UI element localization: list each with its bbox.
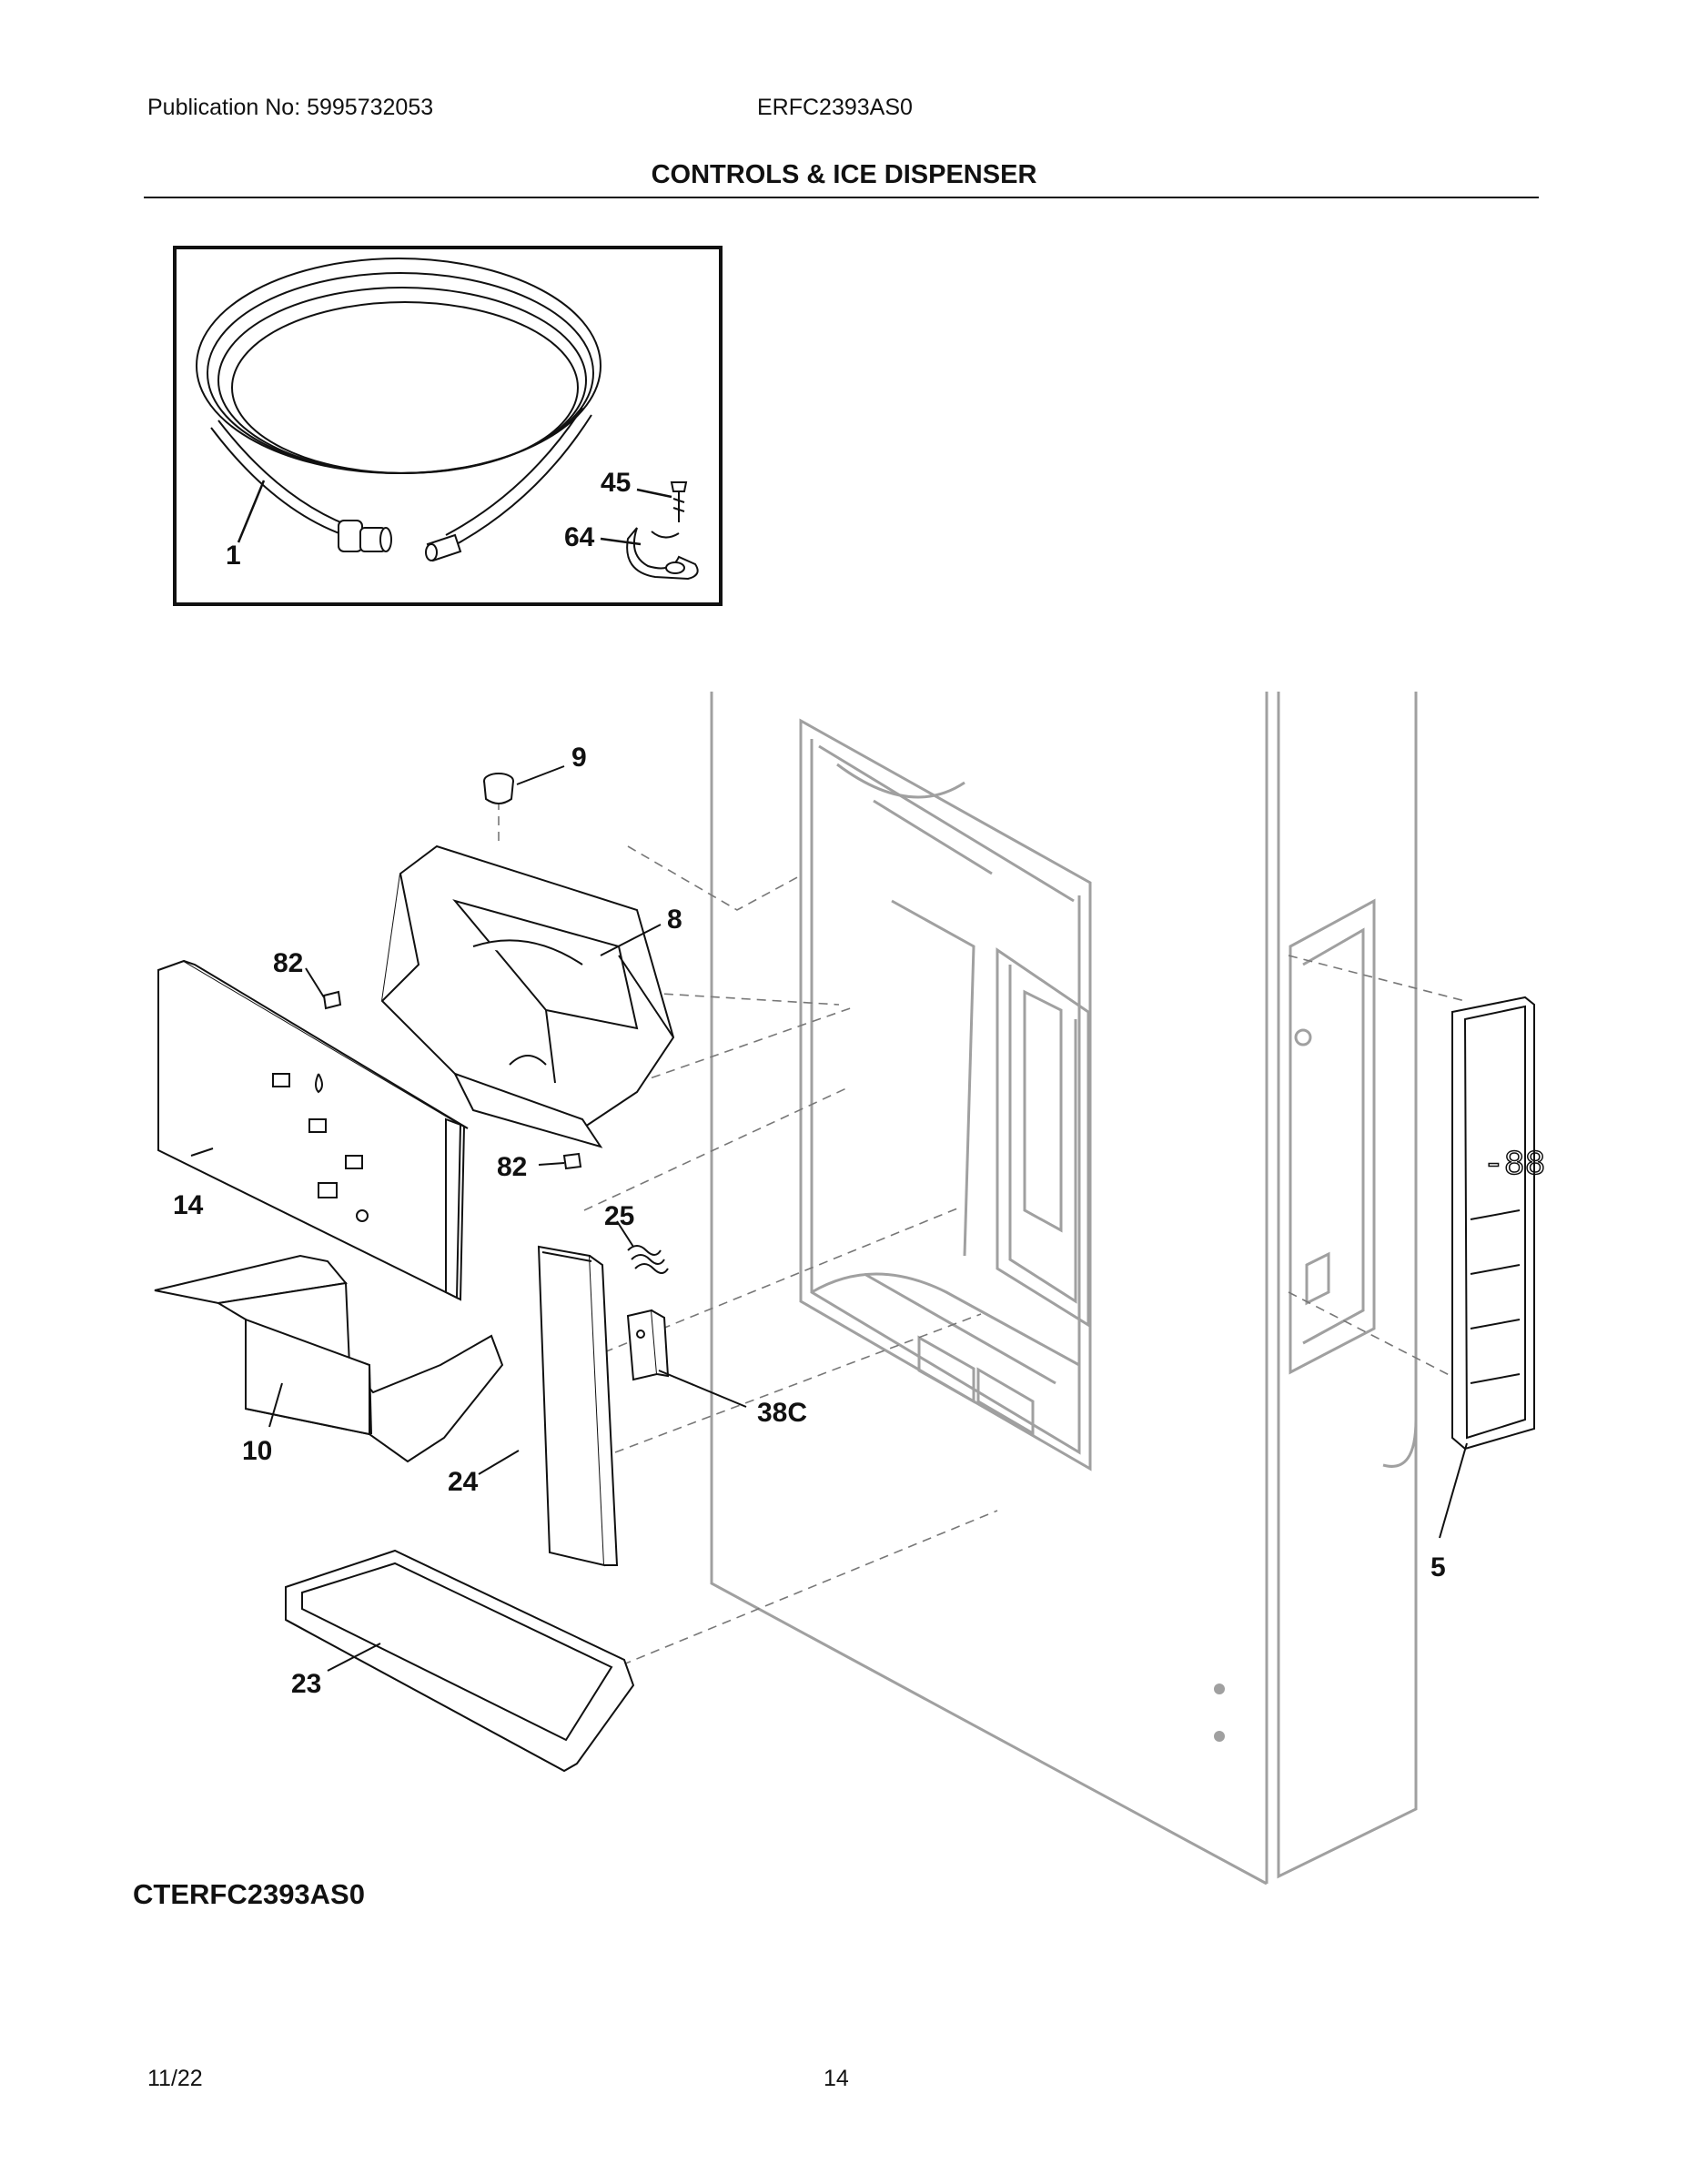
svg-text:-88: -88 xyxy=(1483,1146,1545,1185)
inset-leaders xyxy=(237,480,672,546)
callout-82-upper: 82 xyxy=(273,948,303,978)
publication-date: 11/22 xyxy=(147,2066,203,2091)
part-38c-switch xyxy=(626,1309,747,1408)
part-10-drip-tray xyxy=(154,1254,504,1463)
callout-9: 9 xyxy=(571,743,587,773)
callout-45: 45 xyxy=(601,468,631,498)
door-hole-upper xyxy=(1214,1684,1225,1694)
callout-10: 10 xyxy=(242,1436,272,1466)
part-8-ice-housing xyxy=(380,844,675,1148)
publication-number: Publication No: 5995732053 xyxy=(147,95,434,120)
callout-82-lower: 82 xyxy=(497,1152,527,1182)
inset-frame xyxy=(173,246,723,606)
screw-small xyxy=(670,481,688,522)
part-5-control-board: -88 xyxy=(1439,996,1546,1539)
tube-clamp xyxy=(626,527,699,581)
callout-24: 24 xyxy=(448,1467,479,1497)
tube-fitting xyxy=(338,520,392,552)
diagram-code: CTERFC2393AS0 xyxy=(133,1878,365,1910)
callout-1: 1 xyxy=(226,541,241,571)
part-24-dispenser-paddle xyxy=(478,1245,619,1567)
model-number: ERFC2393AS0 xyxy=(757,95,913,120)
callout-14: 14 xyxy=(173,1190,204,1220)
section-title: CONTROLS & ICE DISPENSER xyxy=(651,160,1037,189)
callout-38c: 38C xyxy=(757,1398,807,1428)
part-82-screw-lower xyxy=(538,1152,582,1170)
water-line-kit-inset xyxy=(173,246,723,606)
callout-23: 23 xyxy=(291,1669,321,1699)
part-9-cap xyxy=(483,765,565,804)
page-number: 14 xyxy=(824,2066,849,2091)
callout-25: 25 xyxy=(604,1201,634,1231)
part-25-spring xyxy=(616,1220,669,1274)
header-rule xyxy=(144,197,1539,198)
water-tube-coil xyxy=(196,258,601,547)
callout-64: 64 xyxy=(564,522,595,552)
part-82-screw-upper xyxy=(305,967,342,1010)
callout-5: 5 xyxy=(1430,1552,1446,1582)
callout-8: 8 xyxy=(667,905,682,935)
tube-end xyxy=(425,533,462,562)
freezer-door-outline xyxy=(710,692,1418,1886)
door-hole-lower xyxy=(1214,1731,1225,1742)
part-23-tray-grille xyxy=(285,1549,635,1773)
part-14-control-cover xyxy=(157,959,469,1301)
